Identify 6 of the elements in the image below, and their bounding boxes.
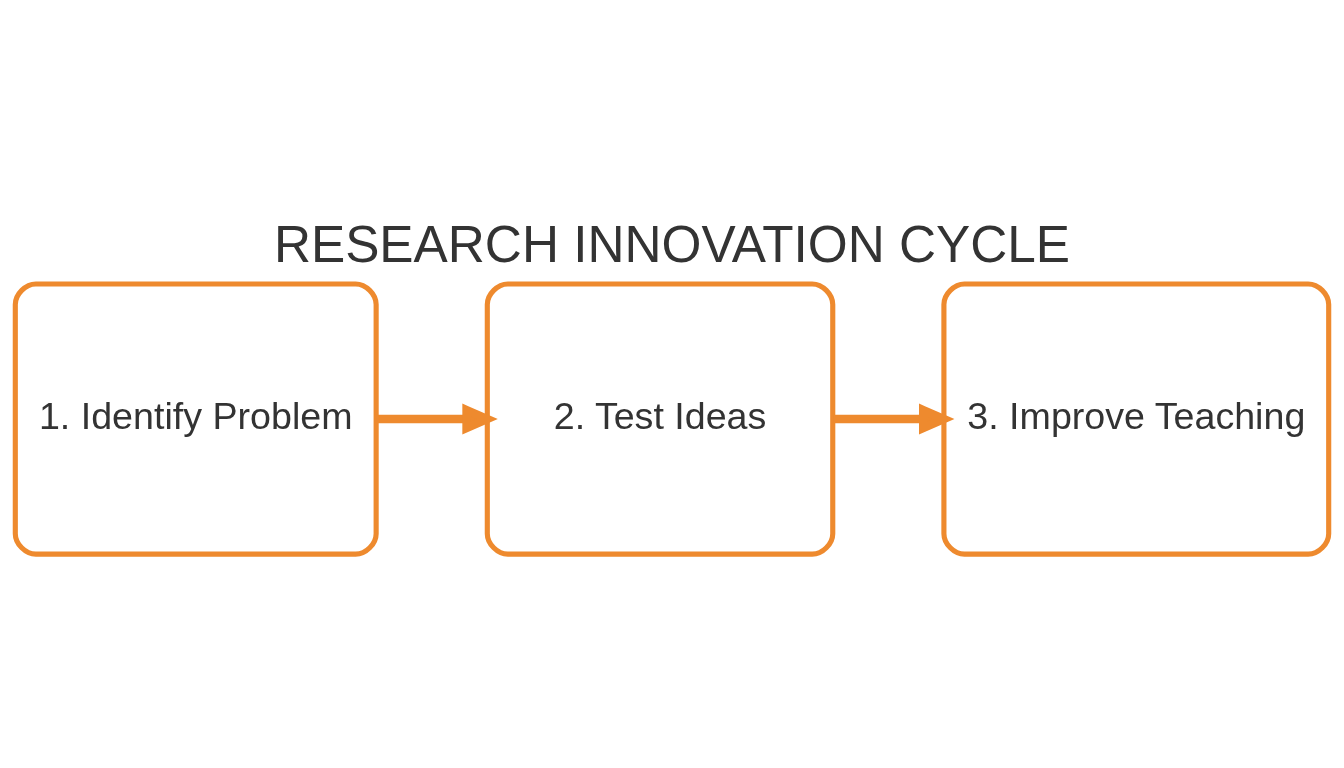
diagram-title: RESEARCH INNOVATION CYCLE — [273, 215, 1071, 273]
node-box: 1. Identify Problem — [12, 281, 379, 557]
node-box: 2. Test Ideas — [484, 281, 836, 557]
node-box: 3. Improve Teaching — [941, 281, 1332, 557]
arrow — [833, 403, 955, 435]
arrow — [376, 403, 498, 435]
